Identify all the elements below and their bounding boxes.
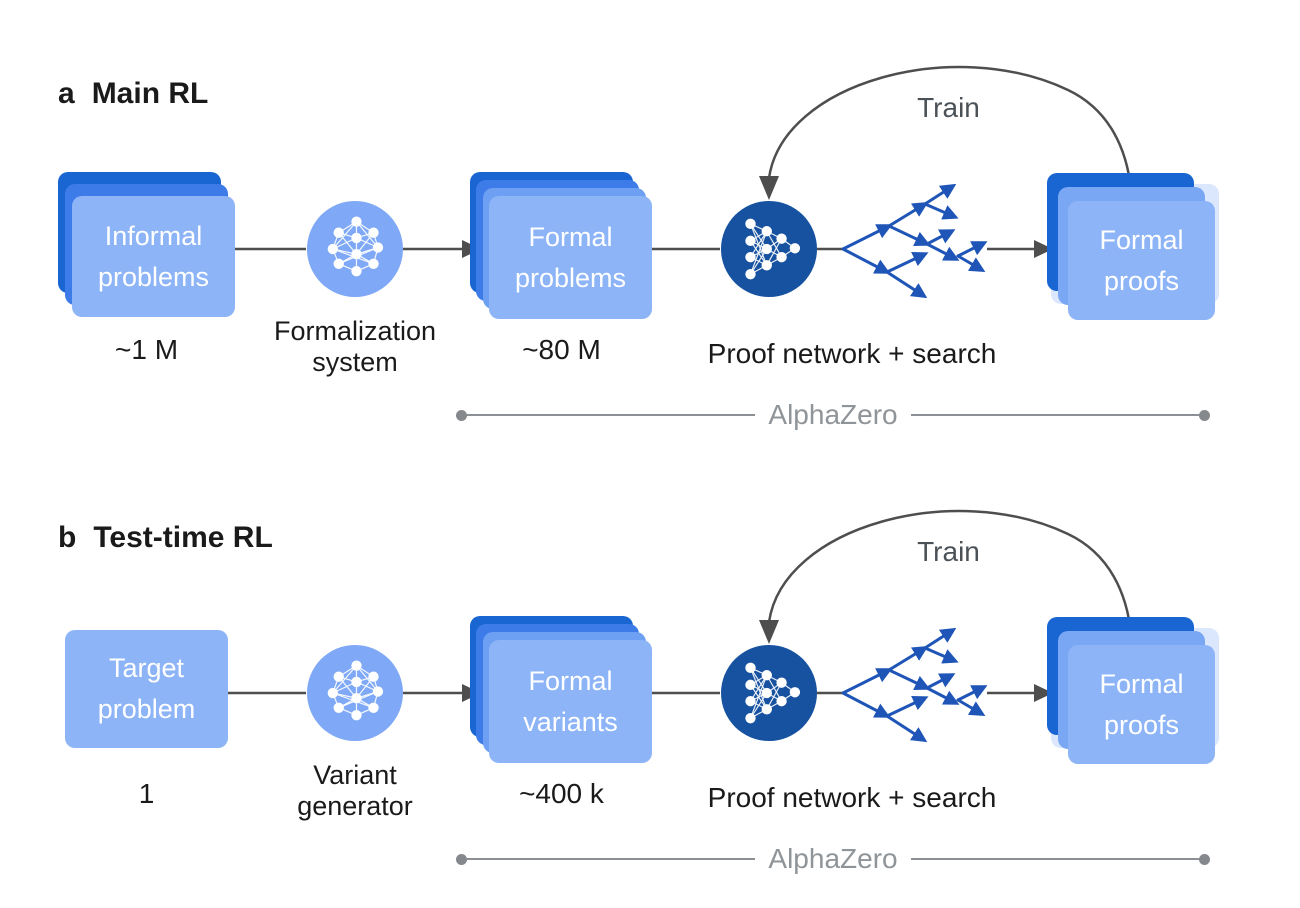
- middle-count-label: ~80 M: [522, 334, 601, 365]
- alphazero-bracket: AlphaZero: [456, 399, 1210, 430]
- stack-label-line1: Formal: [1099, 668, 1184, 699]
- panel-test-time-rl: b Test-time RL Target problem 1: [0, 444, 1300, 898]
- stack-label-line2: problems: [514, 262, 627, 293]
- stack-label-line2: problems: [97, 261, 210, 292]
- stack-card-front: Formal problems: [489, 196, 652, 319]
- train-label: Train: [917, 92, 980, 123]
- stack-label-line1: Formal: [528, 221, 613, 252]
- generator-label-line1: Variant: [313, 760, 397, 790]
- page-title: b Test-time RL: [58, 521, 273, 555]
- bracket-left-line: [467, 858, 756, 860]
- stack-label-line2: proofs: [1103, 265, 1180, 296]
- stack-label-line1: Target: [108, 653, 185, 683]
- stack-card-front: Formal variants: [489, 640, 652, 763]
- panel-title-text: Test-time RL: [93, 520, 273, 554]
- formalization-circle: [307, 201, 403, 297]
- bracket-right-dot: [1199, 853, 1210, 865]
- prover-label: Proof network + search: [707, 782, 997, 813]
- panel-tag: a: [58, 76, 75, 110]
- stack-label-line2: problem: [97, 694, 196, 724]
- input-count-label: 1: [138, 778, 155, 809]
- panel-title-text: Main RL: [91, 76, 209, 110]
- stack-label-line1: Formal: [528, 665, 613, 696]
- generator-label-line2: generator: [297, 791, 413, 821]
- stack-card-front: Formal proofs: [1068, 201, 1215, 320]
- alphazero-label: AlphaZero: [768, 399, 898, 430]
- bracket-left-line: [467, 414, 756, 416]
- generator-label-line1: Formalization: [273, 316, 437, 346]
- generator-label-line2: system: [312, 347, 398, 377]
- generator-label: Formalization system: [245, 316, 465, 378]
- stack-label-line1: Formal: [1099, 224, 1184, 255]
- neural-network-icon: [327, 660, 384, 721]
- panel-main-rl: a Main RL Informal problems ~1 M: [58, 65, 1219, 430]
- proof-network-circle: [721, 201, 817, 297]
- stack-card-front: Target problem: [65, 630, 228, 748]
- variant-generator-circle: [307, 645, 403, 741]
- bracket-right-line: [910, 414, 1199, 416]
- bracket-right-line: [910, 858, 1199, 860]
- stack-label-line1: Informal: [104, 220, 203, 251]
- panel-tag: b: [58, 520, 77, 554]
- bracket-left-dot: [456, 409, 467, 421]
- alphazero-bracket: AlphaZero: [456, 843, 1210, 874]
- neural-network-icon: [745, 662, 801, 724]
- prover-label: Proof network + search: [707, 338, 997, 369]
- stack-label-line2: variants: [523, 706, 618, 737]
- neural-network-icon: [327, 216, 384, 277]
- input-count-label: ~1 M: [114, 334, 179, 365]
- stack-label-line2: proofs: [1103, 709, 1180, 740]
- stack-card-front: Informal problems: [72, 196, 235, 317]
- alphazero-label: AlphaZero: [768, 843, 898, 874]
- bracket-left-dot: [456, 853, 467, 865]
- search-tree-icon: [841, 627, 988, 743]
- neural-network-icon: [745, 218, 801, 280]
- train-label: Train: [917, 536, 980, 567]
- page-title: a Main RL: [58, 77, 208, 111]
- proof-network-circle: [721, 645, 817, 741]
- middle-count-label: ~400 k: [519, 778, 604, 809]
- bracket-right-dot: [1199, 409, 1210, 421]
- generator-label: Variant generator: [245, 760, 465, 822]
- search-tree-icon: [841, 183, 988, 299]
- stack-card-front: Formal proofs: [1068, 645, 1215, 764]
